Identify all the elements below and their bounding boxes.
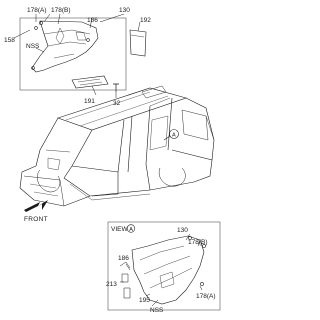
view-a-marker: A [129, 227, 133, 233]
callout-186-view: 186 [118, 255, 129, 262]
callout-178a-top: 178(A) [27, 7, 47, 14]
front-label: FRONT [24, 216, 48, 223]
pad-192 [129, 29, 147, 57]
callout-192: 192 [140, 17, 151, 24]
vehicle-body-shell [19, 85, 215, 207]
callout-178b-top: 178(B) [51, 7, 71, 14]
callout-130-view: 130 [177, 227, 188, 234]
callout-32: 32 [113, 100, 121, 107]
front-arrow-icon [24, 200, 48, 212]
callout-178a-view: 178(A) [196, 293, 216, 300]
body-view-marker-circle [169, 129, 179, 139]
callout-178b-view: 178(B) [188, 239, 208, 246]
body-view-arrow [163, 135, 171, 141]
view-a-frame [107, 221, 221, 311]
trim-panel-130 [31, 20, 99, 73]
callout-191: 191 [84, 98, 95, 105]
top-detail-group [13, 13, 147, 98]
view-a-title: VIEW [111, 226, 128, 233]
strip-191 [71, 75, 109, 89]
callout-213: 213 [106, 281, 117, 288]
nss-label-view: NSS [150, 307, 164, 314]
callout-186-top: 186 [87, 17, 98, 24]
view-a-group [107, 221, 221, 311]
trim-panel-view-a [131, 235, 205, 305]
callout-158: 158 [4, 37, 15, 44]
parts-diagram: 178(A) 178(B) 130 186 192 158 NSS 191 32 [4, 7, 221, 314]
body-view-marker-a: A [172, 133, 176, 139]
view-a-marker-circle [126, 224, 136, 233]
nss-label-top: NSS [26, 43, 40, 50]
callout-195: 195 [139, 297, 150, 304]
top-detail-frame [19, 17, 127, 91]
callout-130-top: 130 [119, 7, 130, 14]
